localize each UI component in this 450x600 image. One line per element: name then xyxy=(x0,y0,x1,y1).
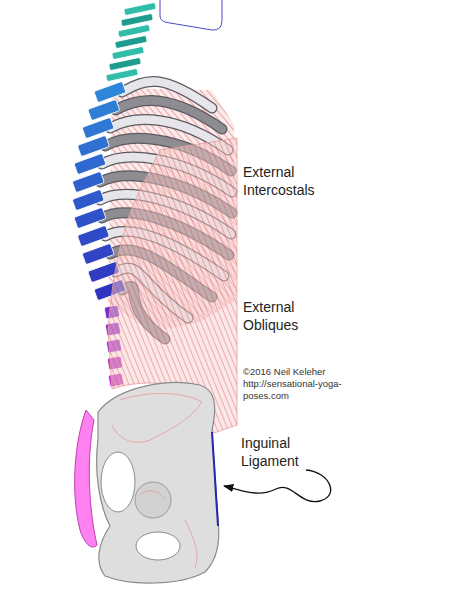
sciatic-notch xyxy=(101,452,135,512)
thoracic-vertebra xyxy=(74,207,106,229)
inguinal-ligament-line xyxy=(212,432,218,526)
hip-bone xyxy=(97,383,219,583)
pubic-contour xyxy=(185,520,197,568)
ligament-label: Inguinal Ligament xyxy=(241,434,341,470)
copyright-note: ©2016 Neil Keleher http://sensational-yo… xyxy=(243,366,343,402)
pelvis xyxy=(97,383,219,583)
iliac-contour xyxy=(112,393,202,442)
leader-arrow xyxy=(224,470,331,502)
muscle-label: External Intercostals xyxy=(243,163,343,199)
thoracic-vertebra xyxy=(74,153,106,175)
thoracic-vertebra xyxy=(82,117,114,139)
thoracic-vertebra xyxy=(82,243,114,265)
sacrum xyxy=(75,410,97,547)
thoracic-vertebra xyxy=(77,225,109,247)
cervical-vertebra xyxy=(106,68,139,82)
acetabulum xyxy=(135,482,171,518)
acetabulum-contour xyxy=(140,491,165,500)
muscle-label: External Obliques xyxy=(243,298,343,334)
thoracic-vertebra xyxy=(94,81,126,103)
obturator-foramen xyxy=(136,532,180,560)
thoracic-vertebra xyxy=(77,135,109,157)
thoracic-vertebra xyxy=(72,189,104,211)
thoracic-vertebra xyxy=(88,99,120,121)
head-outline xyxy=(160,0,222,30)
